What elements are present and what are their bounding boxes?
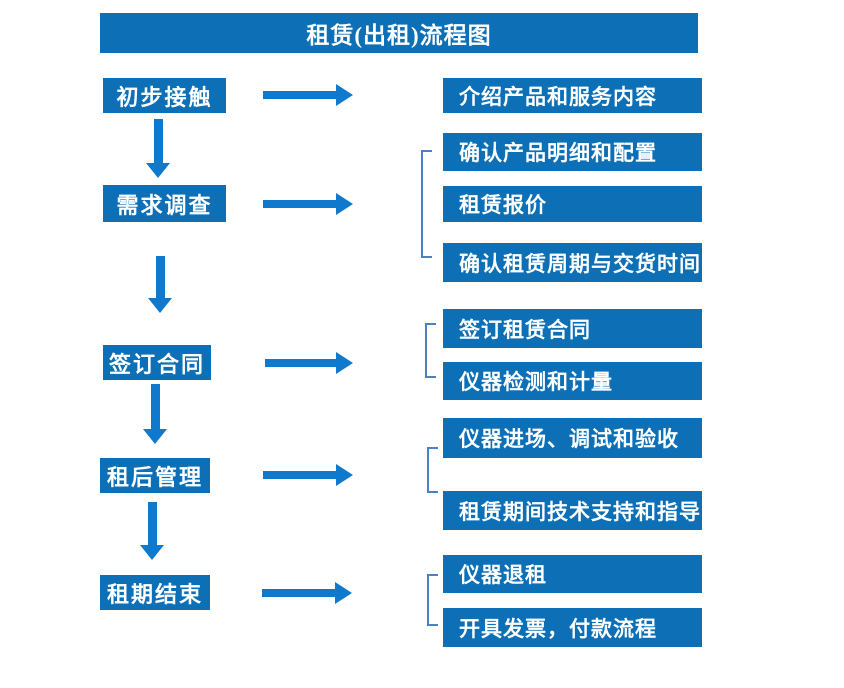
output-label: 仪器进场、调试和验收: [459, 427, 679, 451]
arrow-shaft: [147, 502, 157, 545]
step-rental-end: 租期结束: [100, 575, 210, 610]
group-bracket-5: [427, 574, 438, 626]
output-box-4-1: 仪器进场、调试和验收: [443, 418, 702, 458]
down-arrow-icon-3: [143, 384, 167, 444]
output-box-1-1: 介绍产品和服务内容: [443, 78, 702, 113]
output-label: 租赁期间技术支持和指导: [459, 499, 701, 524]
step-demand-survey: 需求调查: [103, 185, 226, 222]
arrow-head: [140, 545, 164, 560]
arrow-shaft: [263, 200, 336, 208]
group-bracket-4: [427, 447, 438, 493]
right-arrow-icon-3: [265, 352, 353, 374]
output-label: 租赁报价: [459, 193, 547, 217]
arrow-shaft: [150, 384, 160, 429]
output-box-4-2: 租赁期间技术支持和指导: [443, 491, 702, 530]
down-arrow-icon-1: [146, 119, 170, 178]
arrow-head: [146, 163, 170, 178]
step-label: 初步接触: [116, 84, 213, 110]
output-label: 介绍产品和服务内容: [459, 84, 657, 109]
output-label: 仪器退租: [459, 563, 547, 587]
flowchart-title-bar: 租赁(出租)流程图: [100, 13, 698, 53]
output-box-5-1: 仪器退租: [443, 555, 702, 593]
output-label: 确认产品明细和配置: [459, 141, 657, 165]
down-arrow-icon-2: [148, 256, 172, 313]
arrow-head: [336, 352, 353, 374]
step-label: 签订合同: [108, 351, 205, 377]
output-label: 仪器检测和计量: [459, 370, 613, 394]
right-arrow-icon-2: [263, 193, 353, 215]
arrow-head: [335, 582, 352, 604]
output-box-3-2: 仪器检测和计量: [443, 362, 702, 400]
right-arrow-icon-5: [262, 582, 352, 604]
right-arrow-icon-1: [263, 84, 353, 106]
down-arrow-icon-4: [140, 502, 164, 560]
arrow-shaft: [262, 589, 335, 597]
arrow-head: [336, 464, 353, 486]
arrow-head: [336, 193, 353, 215]
arrow-shaft: [153, 119, 163, 163]
arrow-head: [143, 429, 167, 444]
step-label: 租期结束: [106, 581, 203, 607]
step-post-rental-management: 租后管理: [100, 458, 210, 493]
step-sign-contract: 签订合同: [103, 345, 211, 380]
arrow-head: [148, 298, 172, 313]
step-label: 需求调查: [116, 192, 213, 218]
output-box-5-2: 开具发票，付款流程: [443, 608, 702, 647]
output-label: 确认租赁周期与交货时间: [459, 251, 701, 276]
group-bracket-2: [421, 150, 432, 258]
group-bracket-3: [425, 323, 436, 378]
arrow-shaft: [263, 471, 336, 479]
arrow-head: [336, 84, 353, 106]
right-arrow-icon-4: [263, 464, 353, 486]
output-box-3-1: 签订租赁合同: [443, 309, 702, 348]
arrow-shaft: [155, 256, 165, 298]
step-initial-contact: 初步接触: [103, 78, 226, 113]
output-label: 签订租赁合同: [459, 317, 591, 342]
output-box-2-3: 确认租赁周期与交货时间: [443, 243, 702, 282]
arrow-shaft: [265, 359, 336, 367]
output-label: 开具发票，付款流程: [459, 616, 657, 641]
flowchart-title: 租赁(出租)流程图: [306, 23, 492, 48]
step-label: 租后管理: [106, 464, 203, 490]
output-box-2-2: 租赁报价: [443, 186, 702, 222]
arrow-shaft: [263, 91, 336, 99]
output-box-2-1: 确认产品明细和配置: [443, 133, 702, 171]
